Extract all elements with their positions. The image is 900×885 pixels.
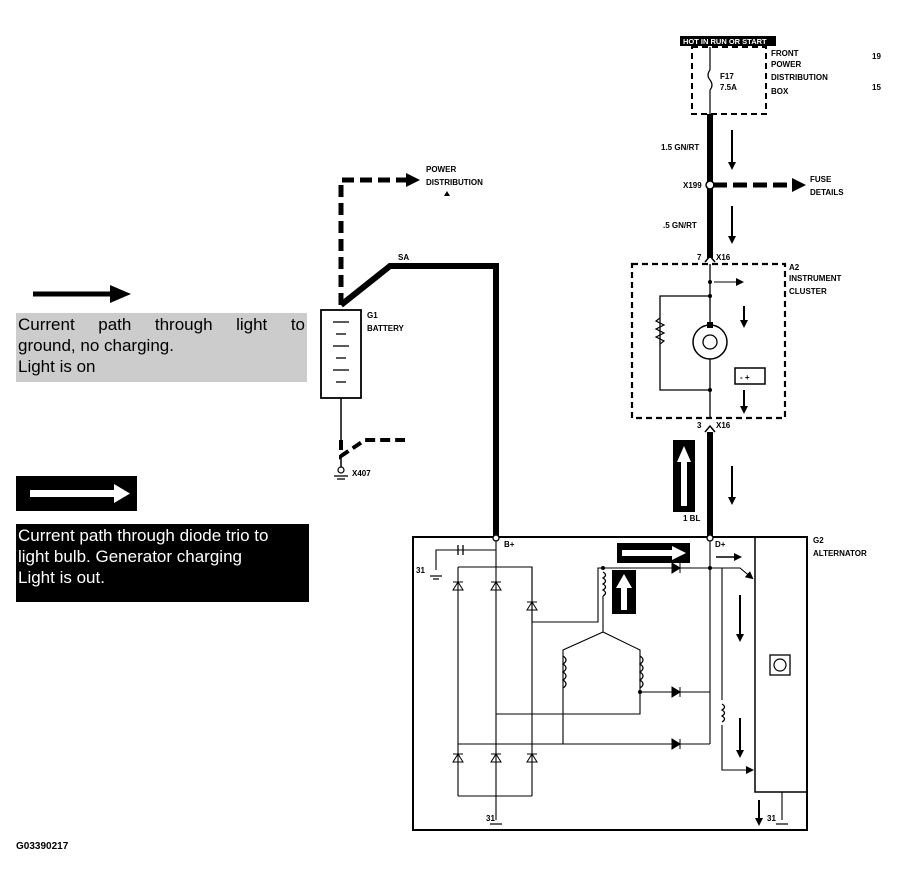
svg-text:X199: X199: [683, 181, 702, 190]
svg-text:.5 GN/RT: .5 GN/RT: [663, 221, 697, 230]
svg-text:- +: - +: [740, 373, 750, 382]
alternator: G2 ALTERNATOR B+ D+ 31: [412, 534, 867, 831]
svg-text:3: 3: [697, 421, 702, 430]
ref-19: 19: [872, 52, 881, 61]
front-power-distribution-box: HOT IN RUN OR START F17 7.5A FRONT POWER…: [680, 36, 881, 115]
svg-text:X16: X16: [716, 421, 731, 430]
legend-white-arrow-box: [16, 476, 137, 511]
legend-diode-line1: Current path through diode trio to: [18, 526, 269, 545]
svg-text:INSTRUMENT: INSTRUMENT: [789, 274, 842, 283]
svg-text:DETAILS: DETAILS: [810, 188, 844, 197]
legend-light-line3: Light is on: [18, 357, 96, 376]
svg-text:DISTRIBUTION: DISTRIBUTION: [426, 178, 483, 187]
svg-text:X16: X16: [716, 253, 731, 262]
svg-text:B+: B+: [504, 540, 515, 549]
legend-white-arrow-icon: [30, 484, 130, 503]
warning-bulb-icon: [692, 324, 728, 360]
legend-light-line2: ground, no charging.: [18, 336, 174, 355]
svg-text:CLUSTER: CLUSTER: [789, 287, 827, 296]
svg-text:ALTERNATOR: ALTERNATOR: [813, 549, 867, 558]
svg-text:31: 31: [767, 814, 776, 823]
svg-text:1.5 GN/RT: 1.5 GN/RT: [661, 143, 699, 152]
svg-text:X407: X407: [352, 469, 371, 478]
d-plus-wire: 1 BL: [673, 432, 736, 538]
svg-text:A2: A2: [789, 263, 800, 272]
svg-text:FUSE: FUSE: [810, 175, 832, 184]
figure-code: G03390217: [16, 841, 69, 852]
legend-diode-line3: Light is out.: [18, 568, 105, 587]
instrument-cluster: A2 INSTRUMENT CLUSTER - + 3 X16: [630, 262, 842, 433]
svg-text:7: 7: [697, 253, 702, 262]
svg-text:DISTRIBUTION: DISTRIBUTION: [771, 73, 828, 82]
svg-text:31: 31: [416, 566, 425, 575]
svg-text:BOX: BOX: [771, 87, 789, 96]
svg-text:POWER: POWER: [426, 165, 456, 174]
svg-text:BATTERY: BATTERY: [367, 324, 405, 333]
legend-light-line1: Current path through light to: [18, 315, 305, 334]
svg-text:1 BL: 1 BL: [683, 514, 700, 523]
svg-text:G2: G2: [813, 536, 824, 545]
svg-text:POWER: POWER: [771, 60, 801, 69]
ref-15: 15: [872, 83, 881, 92]
svg-text:31: 31: [486, 814, 495, 823]
svg-text:G1: G1: [367, 311, 378, 320]
splice-x199: [705, 180, 715, 190]
fuse-rating: 7.5A: [720, 83, 737, 92]
battery-icon: [320, 309, 362, 399]
legend-diode-path: Current path through diode trio to light…: [16, 524, 309, 602]
front-label: FRONT: [771, 49, 799, 58]
regulator-icon: [769, 654, 791, 676]
svg-text:D+: D+: [715, 540, 726, 549]
battery-circuit: POWER DISTRIBUTION SA G1 BATTERY X407: [320, 165, 499, 538]
fuse-name: F17: [720, 72, 734, 81]
hot-in-run-label: HOT IN RUN OR START: [683, 37, 767, 46]
legend-diode-line2: light bulb. Generator charging: [18, 547, 242, 566]
ignition-feed-wire: 1.5 GN/RT X199 FUSE DETAILS .5 GN/RT 7 X…: [661, 114, 844, 263]
svg-text:SA: SA: [398, 253, 409, 262]
resistor-icon: [654, 317, 666, 345]
regulator-box: [754, 536, 808, 793]
battery-lamp-icon: [734, 367, 766, 385]
fuse-icon: [707, 69, 713, 91]
legend-light-path: Current path through light to ground, no…: [16, 313, 307, 382]
